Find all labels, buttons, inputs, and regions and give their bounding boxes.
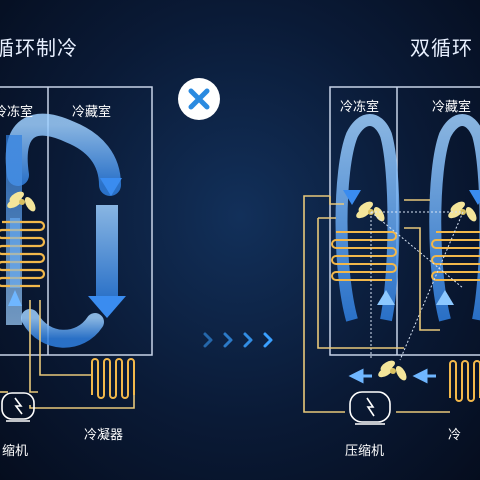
right-refrigerant-pipes [303,195,450,413]
compressor-icon [349,391,391,425]
left-fridge-diagram [0,86,153,422]
fan-icon [378,360,407,381]
x-icon [178,78,220,120]
left-cabinet-outline [0,86,153,356]
left-airflow-column [96,205,118,300]
right-freezer-airflow-loop [335,114,400,322]
right-fridge-label: 冷藏室 [432,100,472,115]
right-condenser-coil [449,360,480,402]
fan-icon [356,201,385,222]
chevron-right-icon [203,332,273,348]
fan-icon [7,191,36,212]
right-fridge-evaporator-coil [431,231,480,281]
right-compressor-label: 压缩机 [345,444,385,459]
right-dotted-links [370,211,464,361]
left-condenser-label: 冷凝器 [84,428,124,443]
left-airflow-arc-bottom [21,309,104,348]
right-freezer-evaporator-coil [331,231,397,281]
fan-icon [448,201,477,222]
right-fridge-airflow-loop [429,114,480,322]
right-fridge-diagram [303,86,480,425]
left-refrigerant-pipes [0,300,92,393]
left-condenser-coil [91,358,135,399]
left-evaporator-coil [0,220,46,288]
left-airflow-arc-top [5,113,121,196]
left-fridge-label: 冷藏室 [72,105,112,120]
right-condenser-label: 冷 [448,428,462,443]
right-freezer-label: 冷冻室 [340,100,380,115]
compressor-icon [1,392,35,422]
left-freezer-label: 冷冻室 [0,105,34,120]
right-title: 双循环 [410,36,473,60]
left-compressor-label: 缩机 [2,444,29,459]
right-cabinet-outline [329,86,480,356]
left-title: 循环制冷 [0,36,78,60]
